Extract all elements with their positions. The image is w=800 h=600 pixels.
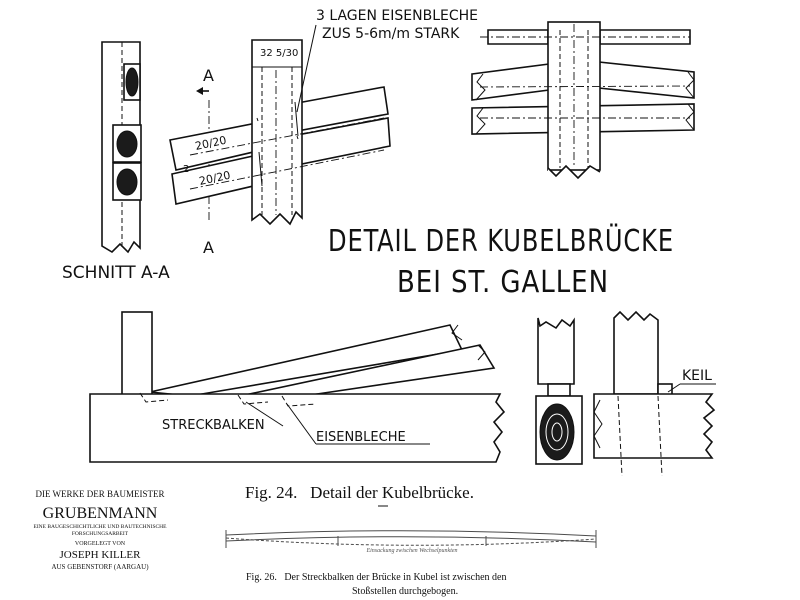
post-joint-elevation <box>169 39 391 226</box>
svg-text:VORGELEGT VON: VORGELEGT VON <box>75 541 126 547</box>
figure-26-caption-line2: Stoßstellen durchgebogen. <box>352 586 458 597</box>
book-stamp: DIE WERKE DER BAUMEISTER GRUBENMANN EINE… <box>33 489 167 571</box>
streckbalken-elevation <box>89 311 506 463</box>
svg-text:DIE WERKE DER BAUMEISTER: DIE WERKE DER BAUMEISTER <box>35 489 164 499</box>
svg-text:EINE BAUGESCHICHTLICHE UND BAU: EINE BAUGESCHICHTLICHE UND BAUTECHNISCHE <box>33 524 167 530</box>
dimension-beam-upper: 20/20 <box>194 134 228 153</box>
svg-text:GRUBENMANN: GRUBENMANN <box>43 505 158 522</box>
section-a-a-label: SCHNITT A-A <box>62 263 170 283</box>
figure-26-inset-label: Einsackung zwischen Wechselpunkten <box>365 548 457 554</box>
beam-cross-section-upper <box>112 124 142 163</box>
dimension-beam-lower: 20/20 <box>198 169 232 188</box>
svg-text:AUS GEBENSTORF (AARGAU): AUS GEBENSTORF (AARGAU) <box>51 563 149 571</box>
label-eisenbleche: EISENBLECHE <box>316 430 406 445</box>
beam-splice-elevation <box>471 21 695 190</box>
post-with-wedge-elevation <box>593 310 716 477</box>
dimension-post: 32 5/30 <box>260 48 298 59</box>
cut-marker-top: A <box>203 66 214 85</box>
figure-26-sag-diagram: Einsackung zwischen Wechselpunkten <box>225 530 597 554</box>
svg-text:JOSEPH KILLER: JOSEPH KILLER <box>60 549 142 561</box>
drawing-title-line1: DETAIL DER KUBELBRÜCKE <box>328 223 674 259</box>
beam-cross-section-top <box>123 63 141 101</box>
plates-note-line2: ZUS 5-6m/m STARK <box>322 26 460 42</box>
post-on-beam-section <box>535 317 583 465</box>
dimension-gap: 2 <box>183 164 189 175</box>
beam-cross-section-lower <box>112 162 142 201</box>
label-streckbalken: STRECKBALKEN <box>162 418 265 433</box>
cut-marker-bottom: A <box>203 238 214 257</box>
svg-text:FORSCHUNGSARBEIT: FORSCHUNGSARBEIT <box>72 531 129 537</box>
label-keil: KEIL <box>682 368 712 384</box>
figure-26-caption-line1: Fig. 26. Der Streckbalken der Brücke in … <box>246 572 507 583</box>
plates-note-line1: 3 LAGEN EISENBLECHE <box>316 8 478 24</box>
figure-24-caption: Fig. 24. Detail der Kubelbrücke. <box>245 483 474 502</box>
drawing-title-line2: BEI ST. GALLEN <box>397 265 609 300</box>
section-a-a-view <box>101 41 142 254</box>
